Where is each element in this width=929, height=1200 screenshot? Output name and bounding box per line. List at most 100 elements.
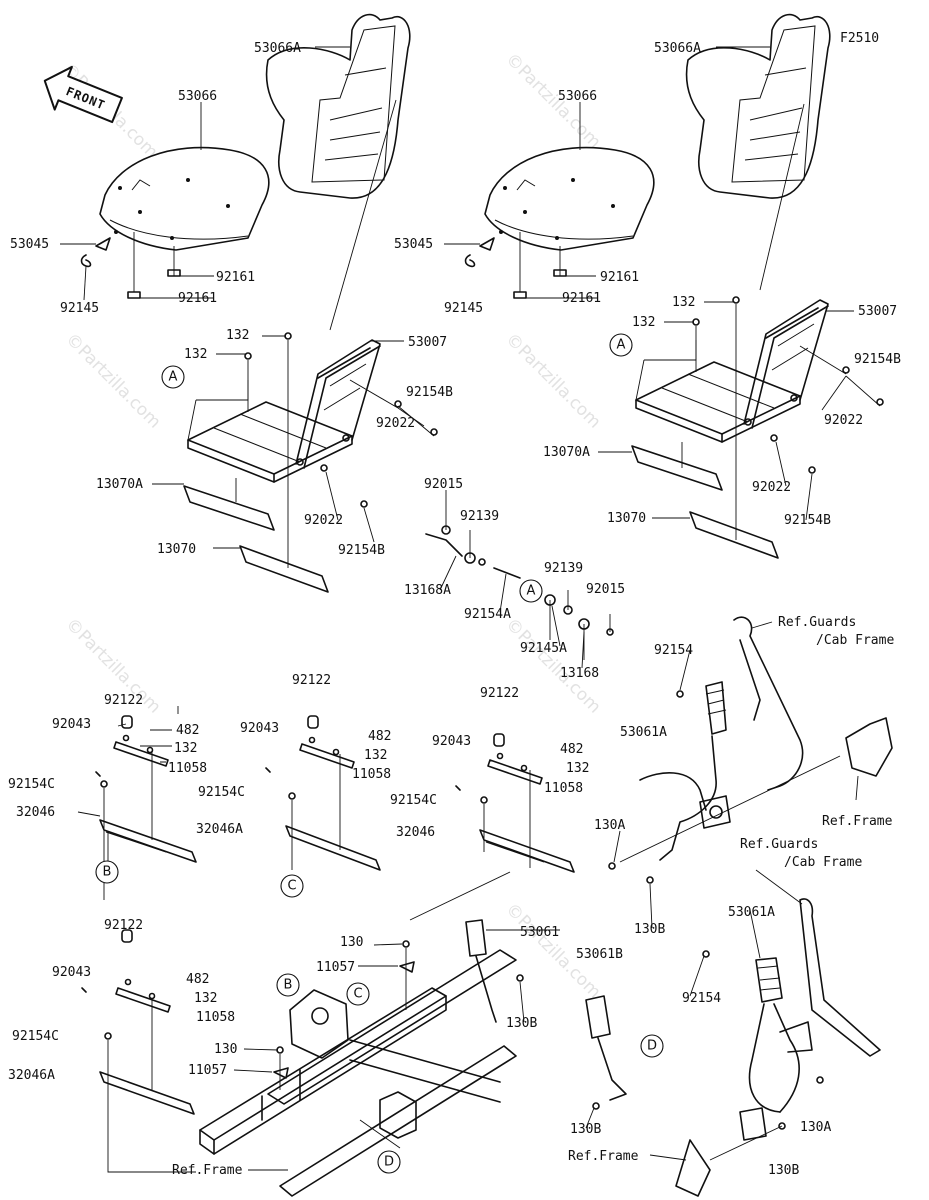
label-92043: 92043 [240, 721, 279, 736]
label-53007: 53007 [858, 304, 897, 319]
callout-B-frame: B [276, 973, 300, 997]
callout-B-frame-text: B [284, 978, 293, 993]
label-13168: 13168 [560, 666, 599, 681]
bracket-13070-left [239, 545, 329, 593]
label-92122: 92122 [480, 686, 519, 701]
hook-53045-left [95, 237, 111, 251]
callout-C-rail: C [280, 874, 304, 898]
label-13168A: 13168A [404, 583, 451, 598]
label-130B: 130B [506, 1016, 537, 1031]
figure-code: F2510 [840, 31, 879, 46]
label-92122: 92122 [104, 918, 143, 933]
seatbelt-buckle-53061B [585, 995, 627, 1110]
seat-base-frame [199, 940, 517, 1197]
callout-B-rail-text: B [103, 865, 112, 880]
rod-assembly [425, 490, 614, 660]
callout-A-center-text: A [527, 584, 536, 599]
label-132: 132 [194, 991, 217, 1006]
callout-D-frame: D [377, 1150, 401, 1174]
label-11058: 11058 [544, 781, 583, 796]
label-92154B: 92154B [338, 543, 385, 558]
label-92161: 92161 [562, 291, 601, 306]
label-53007: 53007 [408, 335, 447, 350]
label-92161: 92161 [178, 291, 217, 306]
label-92043: 92043 [432, 734, 471, 749]
seatbelt-53061A-bottom [675, 898, 881, 1197]
label-leaders-2 [216, 301, 847, 1129]
callout-A-center: A [519, 579, 543, 603]
label-11058: 11058 [352, 767, 391, 782]
part-labels: 53066A 53066 53045 92161 92161 92145 132… [8, 41, 901, 1178]
clip-92161-left-b [127, 291, 141, 299]
label-92043: 92043 [52, 965, 91, 980]
label-130: 130 [214, 1042, 237, 1057]
label-92154B: 92154B [854, 352, 901, 367]
rail-assembly-4 [81, 929, 196, 1173]
seat-assembly-left [80, 13, 438, 593]
callout-D-buckle-text: D [647, 1039, 657, 1054]
label-11057: 11057 [188, 1063, 227, 1078]
label-132: 132 [566, 761, 589, 776]
label-13070A: 13070A [96, 477, 143, 492]
seat-assembly-right [464, 13, 884, 559]
label-130B: 130B [634, 922, 665, 937]
pin-92154A [493, 567, 521, 579]
label-11058: 11058 [168, 761, 207, 776]
label-130A: 130A [594, 818, 625, 833]
label-132: 132 [226, 328, 249, 343]
label-92122: 92122 [104, 693, 143, 708]
callout-A-right: A [609, 333, 633, 357]
callout-B-rail: B [95, 860, 119, 884]
label-ref-frame: Ref.Frame [172, 1163, 243, 1178]
label-92022: 92022 [376, 416, 415, 431]
seat-back-53066A-right [685, 13, 831, 199]
label-130B: 130B [570, 1122, 601, 1137]
seatbelt-53061A-top [608, 616, 893, 884]
label-ref-frame: Ref.Frame [568, 1149, 639, 1164]
label-92154B: 92154B [406, 385, 453, 400]
label-482: 482 [176, 723, 199, 738]
label-92022: 92022 [752, 480, 791, 495]
label-13070A: 13070A [543, 445, 590, 460]
rail-assembly-3 [409, 733, 575, 921]
label-ref-frame: Ref.Frame [822, 814, 893, 829]
seat-back-53066A-left [265, 13, 411, 199]
label-53045: 53045 [10, 237, 49, 252]
watermark-text: ©Partzilla.com [61, 329, 164, 432]
label-92161: 92161 [600, 270, 639, 285]
label-32046: 32046 [16, 805, 55, 820]
label-11057: 11057 [316, 960, 355, 975]
label-132: 132 [632, 315, 655, 330]
label-92145A: 92145A [520, 641, 567, 656]
watermark-text: ©Partzilla.com [501, 329, 604, 432]
callout-D-buckle: D [640, 1034, 664, 1058]
label-92015: 92015 [424, 477, 463, 492]
spring-92145-right [464, 254, 476, 268]
label-482: 482 [368, 729, 391, 744]
label-53066A: 53066A [654, 41, 701, 56]
hook-53045-right [479, 237, 495, 251]
label-ref-guards: Ref.Guards [778, 615, 856, 630]
label-13070: 13070 [157, 542, 196, 557]
label-53061B: 53061B [576, 947, 623, 962]
callout-A-left: A [161, 365, 185, 389]
label-92145: 92145 [444, 301, 483, 316]
seat-cushion-53066-left [99, 146, 270, 251]
label-482: 482 [560, 742, 583, 757]
label-92022: 92022 [304, 513, 343, 528]
label-92154A: 92154A [464, 607, 511, 622]
label-53045: 53045 [394, 237, 433, 252]
label-cab-frame: /Cab Frame [816, 633, 894, 648]
label-53066: 53066 [558, 89, 597, 104]
bracket-13070A-right [631, 445, 723, 491]
label-92043: 92043 [52, 717, 91, 732]
label-130B: 130B [768, 1163, 799, 1178]
label-13070: 13070 [607, 511, 646, 526]
front-arrow-icon: FRONT [43, 65, 123, 124]
label-53061A: 53061A [620, 725, 667, 740]
label-130: 130 [340, 935, 363, 950]
label-92154C: 92154C [390, 793, 437, 808]
bracket-13070-right [689, 511, 779, 559]
seatbelt-buckle-53061 [465, 919, 560, 1023]
